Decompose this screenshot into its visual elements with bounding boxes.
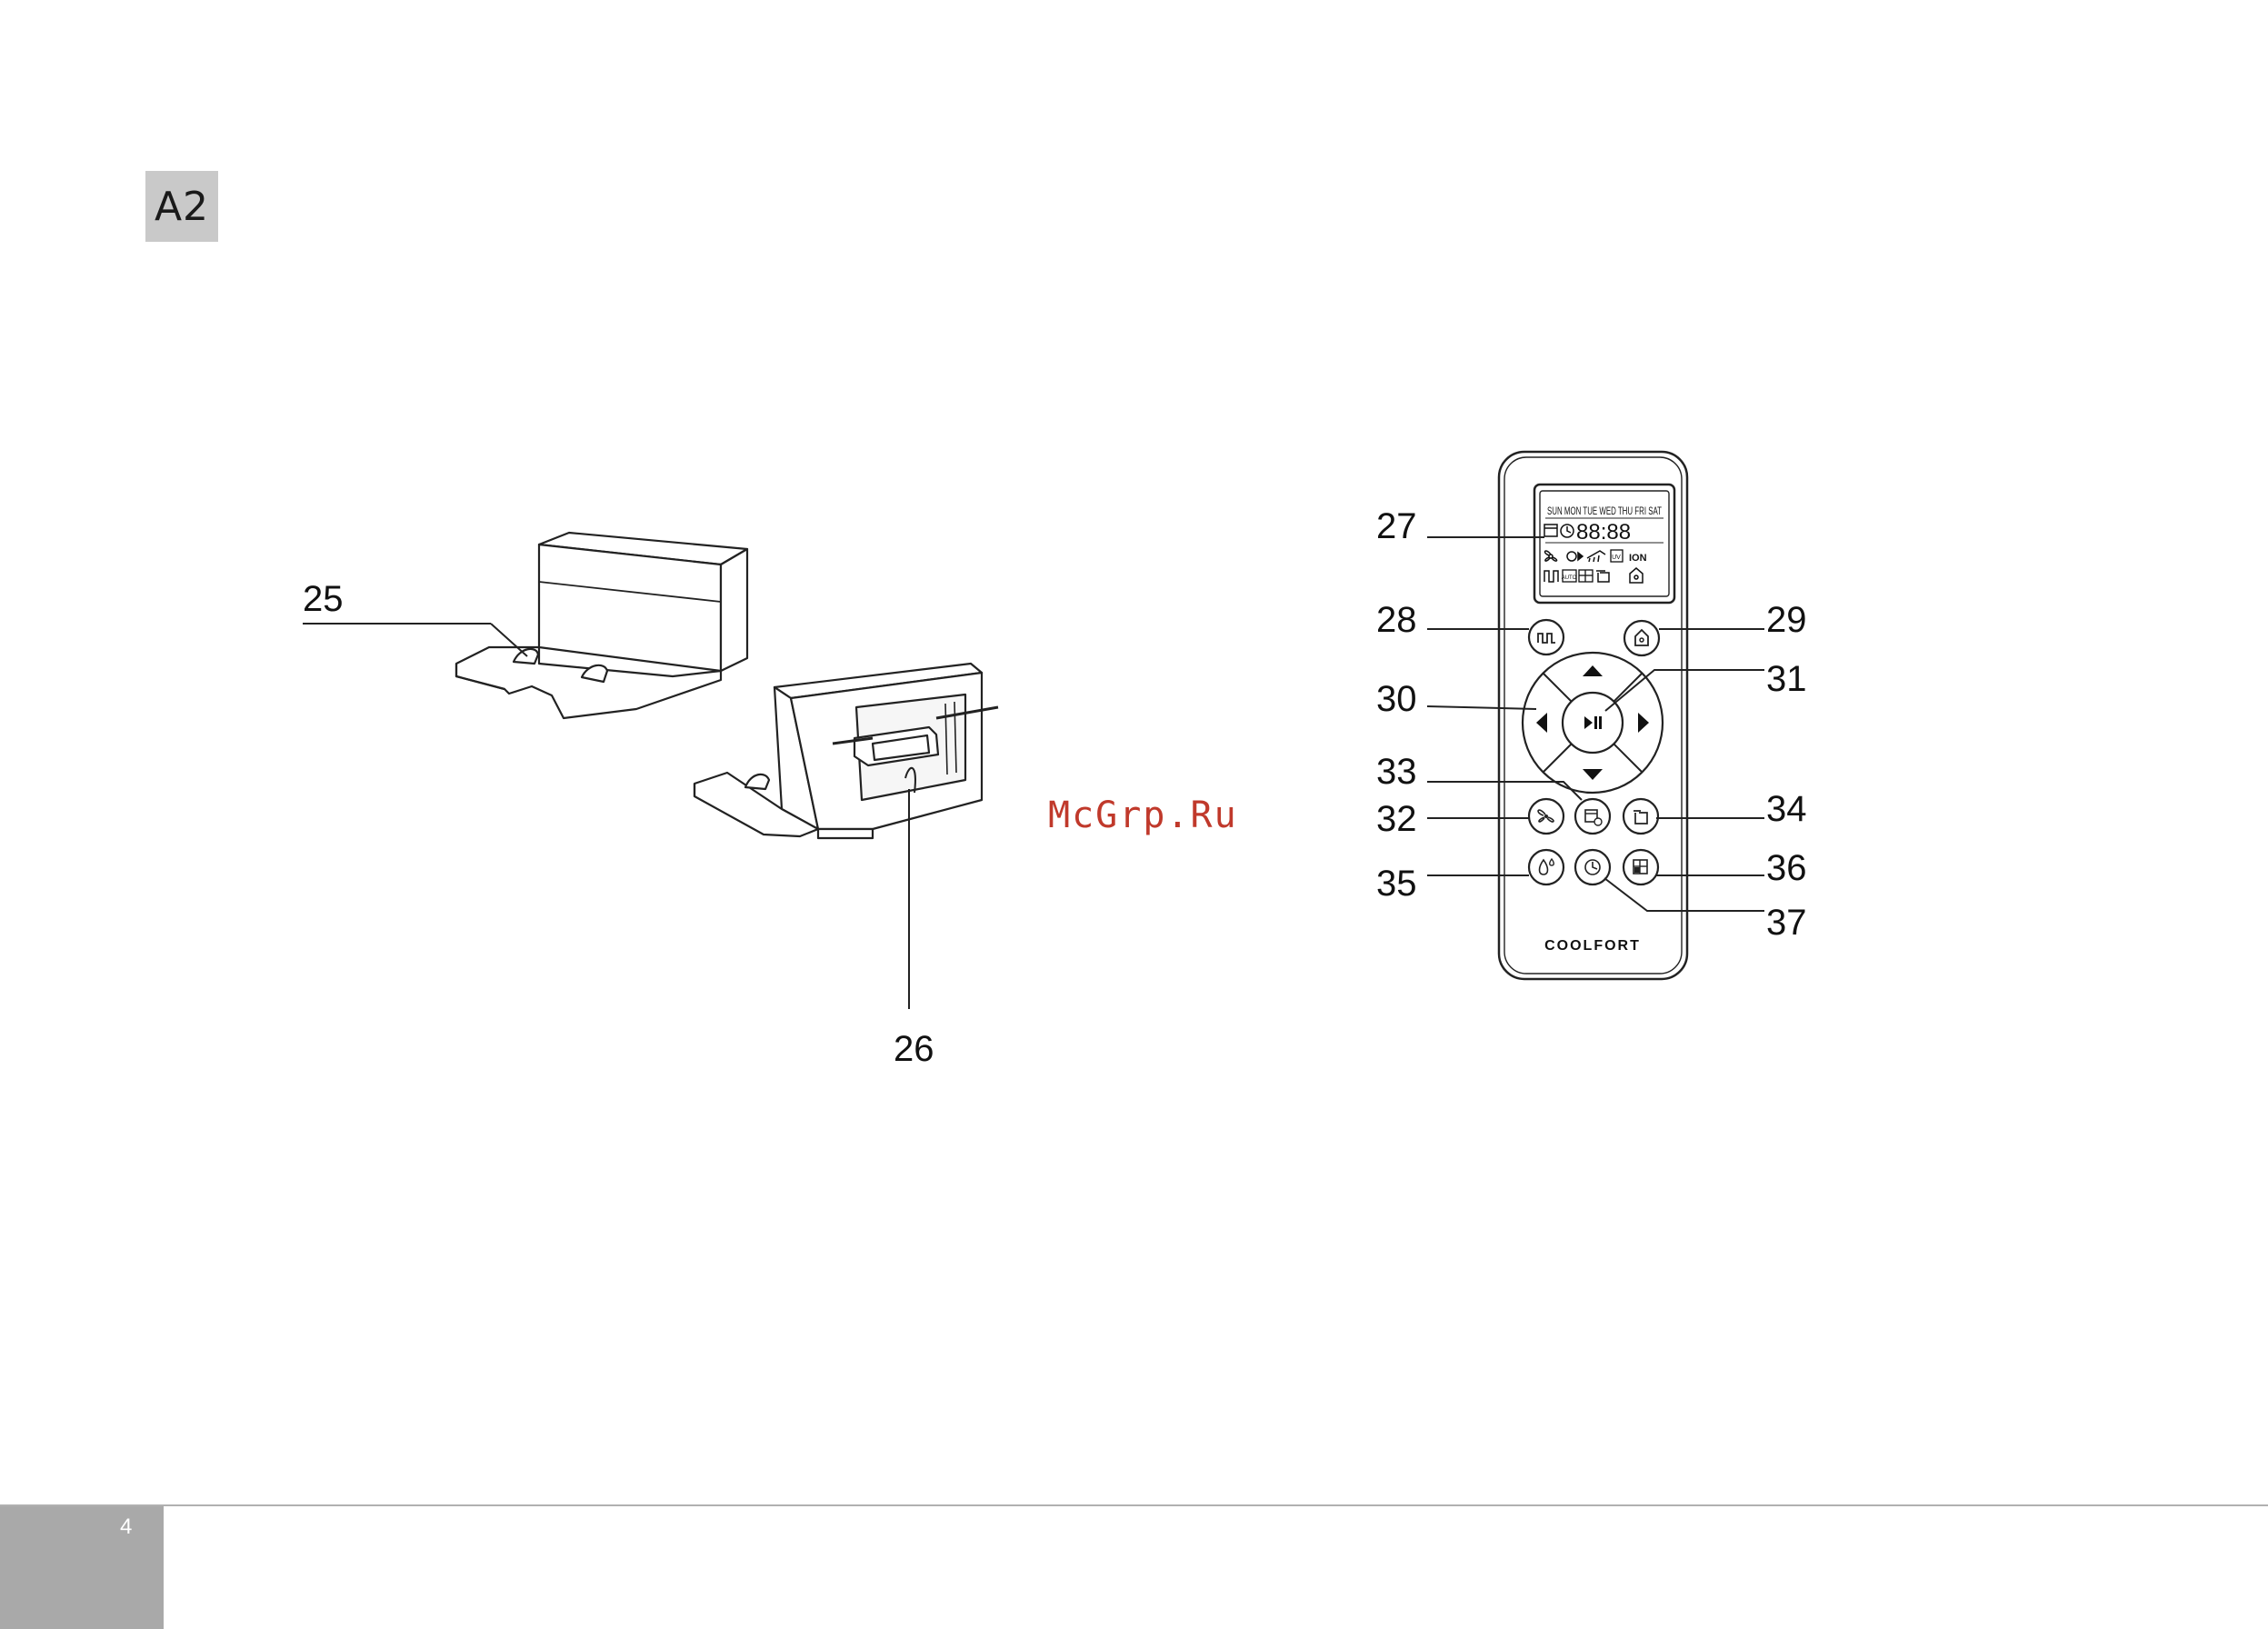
schedule-button[interactable] <box>1575 799 1610 834</box>
watermark-text: McGrp.Ru <box>1048 795 1238 836</box>
callout-29: 29 <box>1766 600 1807 640</box>
page-number: 4 <box>120 1514 132 1540</box>
charging-dock-front <box>456 533 747 718</box>
lcd-ion: ION <box>1629 553 1647 564</box>
water-level-button[interactable] <box>1529 850 1564 884</box>
callout-25: 25 <box>303 579 344 619</box>
zigzag-button[interactable] <box>1529 620 1564 655</box>
callout-35: 35 <box>1376 864 1417 904</box>
fan-button[interactable] <box>1529 799 1564 834</box>
callout-34: 34 <box>1766 789 1807 829</box>
callout-27: 27 <box>1376 506 1417 546</box>
lcd-days: SUN MON TUE WED THU FRI SAT <box>1547 505 1662 517</box>
callout-31: 31 <box>1766 659 1807 699</box>
edge-clean-button[interactable] <box>1624 799 1658 834</box>
callout-32: 32 <box>1376 799 1417 839</box>
home-button[interactable] <box>1624 621 1659 655</box>
callout-36: 36 <box>1766 848 1807 888</box>
lcd-time: 88:88 <box>1576 520 1631 545</box>
svg-text:AUTO: AUTO <box>1562 575 1577 581</box>
callout-26: 26 <box>894 1029 934 1069</box>
callout-30: 30 <box>1376 679 1417 719</box>
svg-text:UV: UV <box>1612 555 1621 561</box>
charging-dock-rear <box>694 664 998 838</box>
callout-33: 33 <box>1376 752 1417 792</box>
callout-28: 28 <box>1376 600 1417 640</box>
area-clean-button[interactable] <box>1624 850 1658 884</box>
callout-37: 37 <box>1766 903 1807 943</box>
footer-page-box <box>0 1506 164 1629</box>
footer-divider <box>0 1504 2268 1506</box>
remote-brand: COOLFORT <box>1544 938 1641 954</box>
